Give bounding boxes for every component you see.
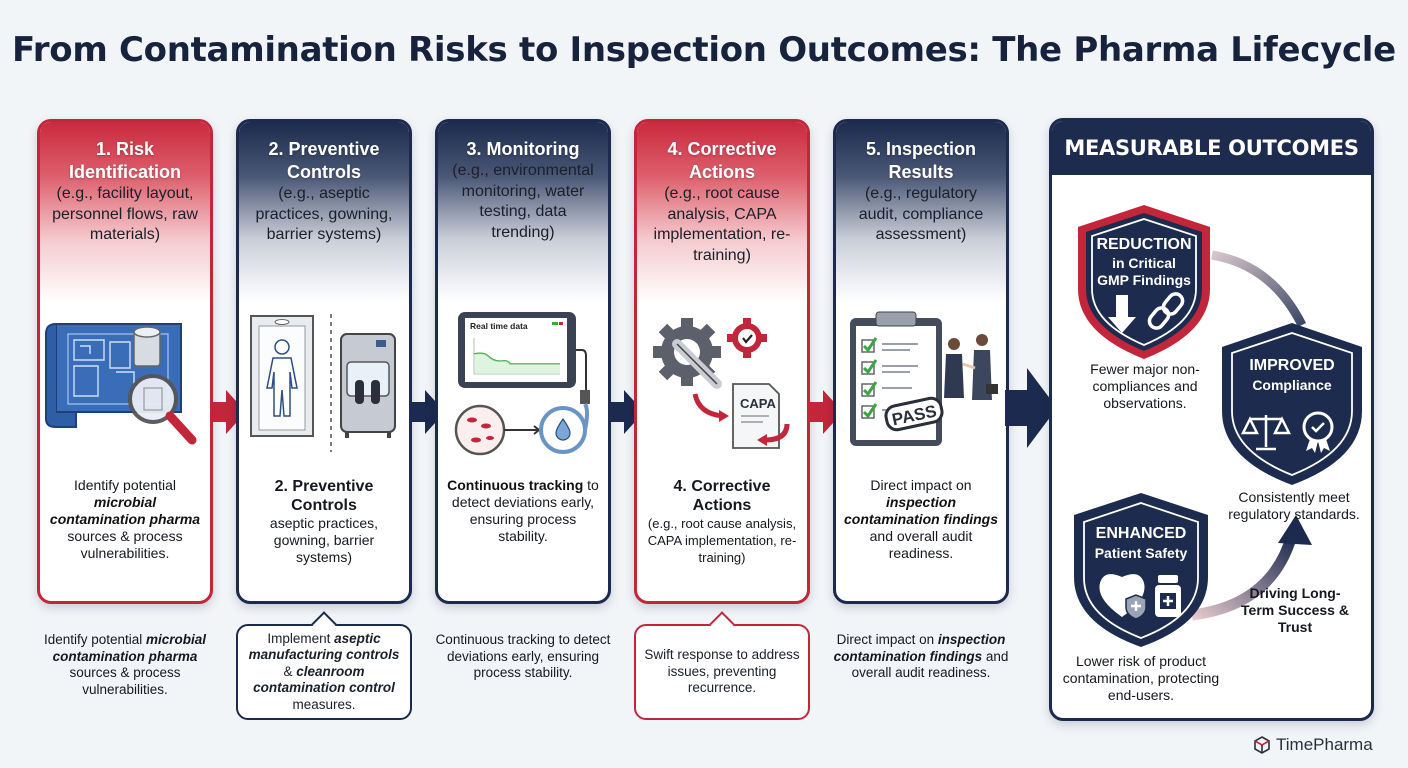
scales-icon <box>1240 415 1292 451</box>
stage-card-preventive-controls: 2. Preventive Controls (e.g., aseptic pr… <box>236 119 412 604</box>
cleanroom-isolator-icon <box>239 302 409 477</box>
stage-summary-inspection: Direct impact on inspection contaminatio… <box>833 632 1009 680</box>
measurable-outcomes-panel: MEASURABLE OUTCOMES REDUCTION in C <box>1049 118 1374 721</box>
flow-arrow-icon <box>807 390 843 434</box>
svg-text:CAPA: CAPA <box>740 396 776 411</box>
stage-examples: (e.g., facility layout, personnel flows,… <box>52 185 198 243</box>
stage-description: 4. Corrective Actions (e.g., root cause … <box>647 478 797 565</box>
stage-description: Direct impact on inspection contaminatio… <box>844 477 998 561</box>
stage-description: Continuous tracking to detect deviations… <box>447 477 599 544</box>
stage-summary-monitoring: Continuous tracking to detect deviations… <box>435 632 611 680</box>
driving-success-label: Driving Long-Term Success & Trust <box>1241 585 1349 635</box>
stage-title: 1. Risk Identification <box>69 139 181 182</box>
stage-examples: (e.g., root cause analysis, CAPA impleme… <box>653 185 791 264</box>
gear-wrench-capa-icon: CAPA <box>637 302 807 477</box>
page-title: From Contamination Risks to Inspection O… <box>12 30 1396 70</box>
realtime-data-tablet-icon: Real time data <box>438 302 608 477</box>
stage-description: Identify potential microbial contaminati… <box>49 477 201 561</box>
certified-badge-icon <box>1302 411 1334 453</box>
stage-card-risk-identification: 1. Risk Identification (e.g., facility l… <box>37 119 213 604</box>
stage-callout-corrective: Swift response to address issues, preven… <box>634 611 810 720</box>
outcome-text-patient-safety: Lower risk of product contamination, pro… <box>1062 653 1220 703</box>
clipboard-pass-icon: PASS <box>836 302 1006 477</box>
shield-enhanced-patient-safety: ENHANCED Patient Safety <box>1070 491 1212 649</box>
outcomes-title: MEASURABLE OUTCOMES <box>1052 121 1371 175</box>
shield-reduction-findings: REDUCTION in Critical GMP Findings <box>1074 203 1214 361</box>
stage-title: 4. Corrective Actions <box>667 139 777 182</box>
stage-title: 5. Inspection Results <box>865 139 977 182</box>
stage-callout-preventive: Implement aseptic manufacturing controls… <box>236 611 412 720</box>
stage-examples: (e.g., regulatory audit, compliance asse… <box>858 185 984 243</box>
flow-arrow-icon <box>210 390 246 434</box>
stage-card-corrective-actions: 4. Corrective Actions (e.g., root cause … <box>634 119 810 604</box>
brand-logo: TimePharma <box>1253 735 1373 755</box>
broken-chain-icon <box>1147 292 1185 330</box>
stage-description: 2. Preventive Controls aseptic practices… <box>269 478 379 565</box>
svg-text:Real time data: Real time data <box>470 321 528 331</box>
stage-title: 3. Monitoring <box>466 139 580 159</box>
stage-title: 2. Preventive Controls <box>268 139 380 182</box>
down-arrow-icon <box>1108 295 1136 333</box>
blueprint-magnifier-icon <box>40 302 210 477</box>
stage-card-monitoring: 3. Monitoring (e.g., environmental monit… <box>435 119 611 604</box>
outcome-text-compliance: Consistently meet regulatory standards. <box>1228 489 1360 522</box>
connector-arcs <box>1191 250 1312 621</box>
flow-arrow-icon <box>409 390 445 434</box>
to-outcomes-arrow-icon <box>1005 368 1057 448</box>
stage-card-inspection-results: 5. Inspection Results (e.g., regulatory … <box>833 119 1009 604</box>
flow-arrow-icon <box>608 390 644 434</box>
callout-pointer <box>709 611 735 637</box>
shield-improved-compliance: IMPROVED Compliance <box>1218 321 1366 487</box>
outcome-text-reduction: Fewer major non-compliances and observat… <box>1090 361 1200 411</box>
medicine-bottle-icon <box>1155 575 1181 617</box>
stage-examples: (e.g., environmental monitoring, water t… <box>452 162 594 241</box>
cube-logo-icon <box>1254 736 1270 754</box>
stage-examples: (e.g., aseptic practices, gowning, barri… <box>255 185 393 243</box>
brand-name: TimePharma <box>1276 735 1373 754</box>
stage-summary-risk: Identify potential microbial contaminati… <box>43 632 207 697</box>
